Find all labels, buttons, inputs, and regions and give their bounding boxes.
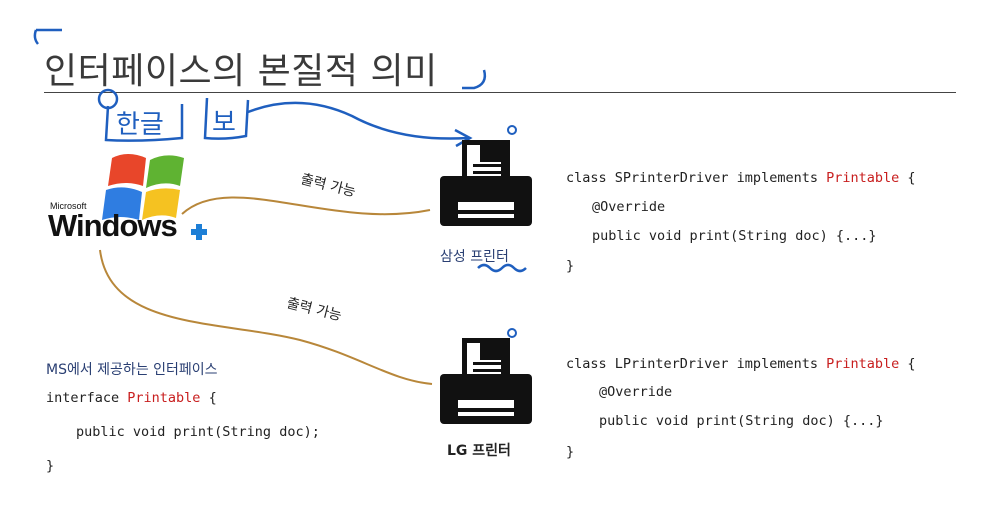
handwritten-note-2: 보	[212, 108, 236, 138]
bracket-mark-left	[33, 29, 39, 45]
handwritten-box-1	[104, 104, 184, 142]
interface-code-line-3: }	[46, 458, 55, 474]
handwritten-squiggle	[477, 263, 527, 273]
interface-code-line-2: public void print(String doc);	[76, 424, 320, 440]
handwritten-note-1: 한글	[116, 110, 164, 140]
curve-label-samsung: 출력 가능	[299, 171, 357, 200]
lg-code-line-3: public void print(String doc) {...}	[599, 413, 884, 429]
windows-brand-small: Microsoft	[50, 201, 87, 211]
title-divider	[44, 92, 956, 93]
handwritten-arrow	[247, 101, 469, 140]
printer-caption-samsung: 삼성 프린터	[440, 249, 509, 265]
handwritten-box-2	[203, 97, 250, 140]
printer-icon-samsung	[440, 140, 532, 226]
curve-label-lg: 출력 가능	[285, 295, 343, 324]
page-title: 인터페이스의 본질적 의미	[44, 51, 438, 92]
handwritten-circle	[97, 88, 119, 110]
windows-flag-icon	[102, 154, 184, 220]
bracket-mark-right	[462, 69, 487, 90]
windows-brand: Windows	[48, 208, 178, 243]
printer-icon-lg	[440, 338, 532, 424]
lg-code-line-1: class LPrinterDriver implements Printabl…	[566, 356, 916, 372]
plus-icon	[191, 224, 207, 240]
interface-code-line-1: interface Printable {	[46, 390, 217, 406]
printer-caption-lg: LG 프린터	[447, 443, 511, 459]
samsung-code-line-2: @Override	[592, 199, 666, 215]
connection-curve-samsung	[181, 196, 431, 216]
samsung-code-line-1: class SPrinterDriver implements Printabl…	[566, 170, 916, 186]
lg-code-line-4: }	[566, 444, 575, 460]
samsung-code-line-3: public void print(String doc) {...}	[592, 228, 877, 244]
lg-code-line-2: @Override	[599, 384, 673, 400]
connection-curve-lg	[99, 249, 433, 385]
ms-interface-caption: MS에서 제공하는 인터페이스	[46, 362, 218, 378]
samsung-code-line-4: }	[566, 258, 575, 274]
